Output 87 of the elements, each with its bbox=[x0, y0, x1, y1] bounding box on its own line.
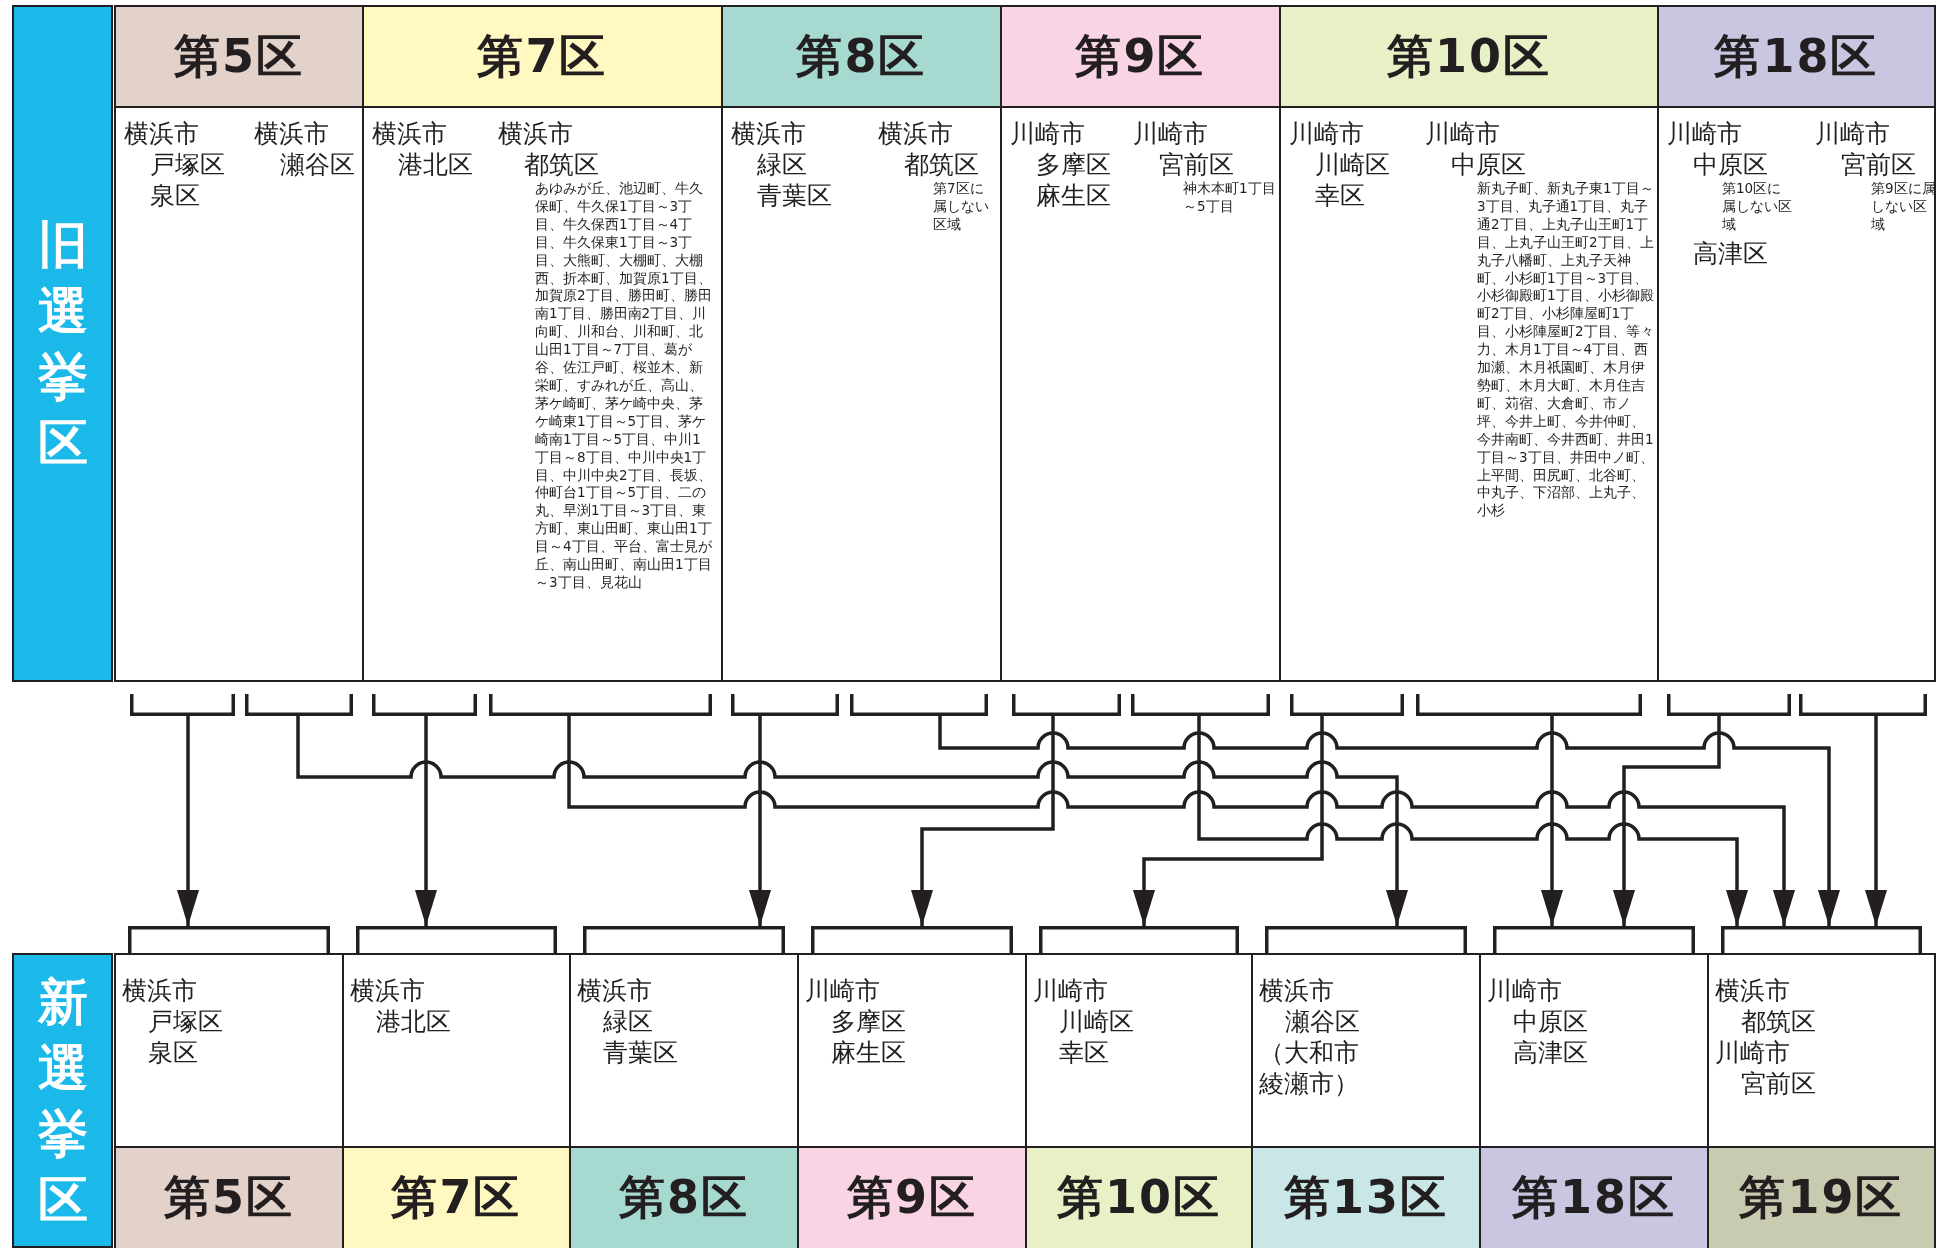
district-header: 第9区 bbox=[799, 1146, 1025, 1248]
arrow bbox=[1133, 715, 1324, 926]
arrow bbox=[177, 715, 199, 926]
ward-label: 高津区 bbox=[1513, 1037, 1588, 1068]
section-band bbox=[12, 953, 113, 1248]
municipality-label: 川崎市 bbox=[1815, 118, 1890, 149]
ward-label: 宮前区 bbox=[1841, 149, 1916, 180]
arrow bbox=[1865, 715, 1887, 926]
ward-label: 瀬谷区 bbox=[280, 149, 355, 180]
ward-label: 戸塚区 bbox=[150, 149, 225, 180]
ward-label: 泉区 bbox=[150, 180, 200, 211]
ward-label: 戸塚区 bbox=[148, 1006, 223, 1037]
ward-label: 都筑区 bbox=[1741, 1006, 1816, 1037]
ward-label: 宮前区 bbox=[1741, 1068, 1816, 1099]
municipality-label: 横浜市 bbox=[577, 975, 652, 1006]
district-header: 第8区 bbox=[571, 1146, 797, 1248]
ward-label: 泉区 bbox=[148, 1037, 198, 1068]
ward-label: 緑区 bbox=[757, 149, 807, 180]
district-header: 第5区 bbox=[116, 1146, 342, 1248]
ward-label: 幸区 bbox=[1059, 1037, 1109, 1068]
area-list: 第10区に属しない区域 bbox=[1722, 180, 1792, 234]
ward-label: 青葉区 bbox=[757, 180, 832, 211]
ward-label: 多摩区 bbox=[1036, 149, 1111, 180]
arrow bbox=[1197, 715, 1748, 926]
ward-label: 青葉区 bbox=[603, 1037, 678, 1068]
municipality-label: 川崎市 bbox=[1667, 118, 1742, 149]
district-header: 第18区 bbox=[1481, 1146, 1707, 1248]
district-header: 第10区 bbox=[1281, 7, 1657, 108]
district-header: 第18区 bbox=[1659, 7, 1934, 108]
arrow bbox=[1613, 715, 1721, 926]
municipality-label: 川崎市 bbox=[1425, 118, 1500, 149]
ward-label: 中原区 bbox=[1451, 149, 1526, 180]
arrow bbox=[415, 715, 437, 926]
district-header: 第9区 bbox=[1002, 7, 1279, 108]
municipality-label: 横浜市 bbox=[372, 118, 447, 149]
municipality-label: 横浜市 bbox=[124, 118, 199, 149]
municipality-label: 横浜市 bbox=[254, 118, 329, 149]
municipality-label: 横浜市 bbox=[1259, 975, 1334, 1006]
ward-label: 宮前区 bbox=[1159, 149, 1234, 180]
area-list: 神木本町1丁目～5丁目 bbox=[1183, 180, 1281, 216]
arrow bbox=[749, 715, 771, 926]
area-list: 第7区に属しない区域 bbox=[933, 180, 995, 234]
ward-label: 中原区 bbox=[1513, 1006, 1588, 1037]
municipality-label: （大和市綾瀬市） bbox=[1259, 1037, 1360, 1099]
district-header: 第7区 bbox=[344, 1146, 569, 1248]
district-header: 第5区 bbox=[116, 7, 362, 108]
ward-label: 川崎区 bbox=[1059, 1006, 1134, 1037]
district-header: 第7区 bbox=[364, 7, 721, 108]
ward-label: 都筑区 bbox=[524, 149, 599, 180]
municipality-label: 横浜市 bbox=[1715, 975, 1790, 1006]
ward-label: 港北区 bbox=[376, 1006, 451, 1037]
municipality-label: 川崎市 bbox=[1033, 975, 1108, 1006]
ward-label: 港北区 bbox=[398, 149, 473, 180]
municipality-label: 川崎市 bbox=[805, 975, 880, 1006]
ward-label: 都筑区 bbox=[904, 149, 979, 180]
municipality-label: 横浜市 bbox=[498, 118, 573, 149]
municipality-label: 横浜市 bbox=[731, 118, 806, 149]
arrow bbox=[296, 715, 1408, 926]
district-header: 第13区 bbox=[1253, 1146, 1479, 1248]
ward-label: 川崎区 bbox=[1315, 149, 1390, 180]
ward-label: 瀬谷区 bbox=[1285, 1006, 1360, 1037]
area-list: 新丸子町、新丸子東1丁目～3丁目、丸子通1丁目、丸子通2丁目、上丸子山王町1丁目、上丸子山王町2丁目、上丸子八幡町、上丸子天神町、小杉町1丁目～3丁目、小杉御殿町1丁目、小杉御殿町2丁目、小杉陣屋町1丁目、小杉陣屋町2丁目、等々力、木月1丁目～4丁目、西加瀬、木月祇園町、木月伊勢町、木月大町、木月住吉町、苅宿、大倉町、市ノ坪、今井上町、今井仲町、今井南町、今井西町、井田1丁目～3丁目、井田中ノ町、上平間、田尻町、北谷町、中丸子、下沼部、上丸子、小杉 bbox=[1477, 180, 1657, 521]
ward-label: 多摩区 bbox=[831, 1006, 906, 1037]
municipality-label: 川崎市 bbox=[1133, 118, 1208, 149]
district-header: 第10区 bbox=[1027, 1146, 1251, 1248]
arrow bbox=[1541, 715, 1563, 926]
ward-label: 緑区 bbox=[603, 1006, 653, 1037]
municipality-label: 横浜市 bbox=[122, 975, 197, 1006]
section-label: 旧選挙区 bbox=[37, 214, 88, 474]
ward-label: 幸区 bbox=[1315, 180, 1365, 211]
arrow bbox=[911, 715, 1055, 926]
municipality-label: 横浜市 bbox=[878, 118, 953, 149]
municipality-label: 川崎市 bbox=[1010, 118, 1085, 149]
ward-label: 麻生区 bbox=[1036, 180, 1111, 211]
section-label: 新選挙区 bbox=[37, 971, 88, 1231]
section-band bbox=[12, 5, 113, 682]
area-list: あゆみが丘、池辺町、牛久保町、牛久保1丁目～3丁目、牛久保西1丁目～4丁目、牛久保東1丁目～3丁目、大熊町、大棚町、大棚西、折本町、加賀原1丁目、加賀原2丁目、勝田町、勝田南1丁目、勝田南2丁目、川向町、川和台、川和町、北山田1丁目～7丁目、葛が谷、佐江戸町、桜並木、新栄町、すみれが丘、高山、茅ケ崎町、茅ケ崎中央、茅ケ崎東1丁目～5丁目、茅ケ崎南1丁目～5丁目、中川1丁目～8丁目、中川中央1丁目、中川中央2丁目、長坂、仲町台1丁目～5丁目、二の丸、早渕1丁目～3丁目、東方町、東山田町、東山田1丁目～4丁目、平台、富士見が丘、南山田町、南山田1丁目～3丁目、見花山 bbox=[535, 180, 713, 592]
ward-label: 中原区 bbox=[1693, 149, 1768, 180]
district-header: 第8区 bbox=[723, 7, 1000, 108]
ward-label: 高津区 bbox=[1693, 237, 1768, 269]
ward-label: 麻生区 bbox=[831, 1037, 906, 1068]
municipality-label: 川崎市 bbox=[1715, 1037, 1790, 1068]
municipality-label: 横浜市 bbox=[350, 975, 425, 1006]
municipality-label: 川崎市 bbox=[1289, 118, 1364, 149]
district-header: 第19区 bbox=[1709, 1146, 1934, 1248]
municipality-label: 川崎市 bbox=[1487, 975, 1562, 1006]
arrow bbox=[567, 715, 1795, 926]
